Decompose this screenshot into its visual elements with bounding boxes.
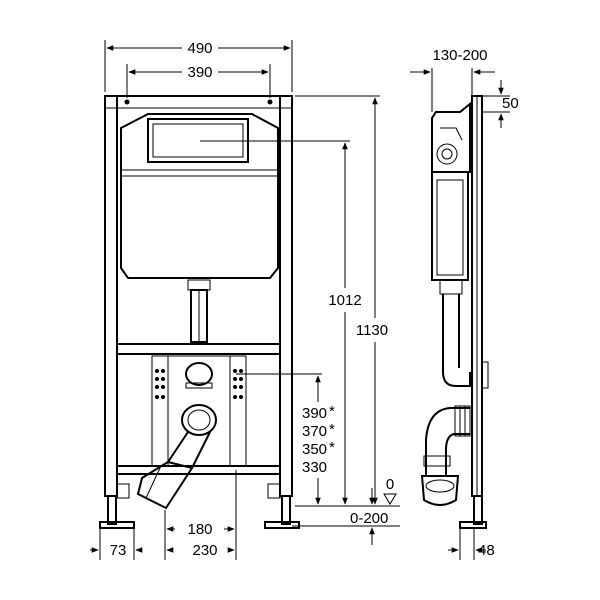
dim-outlet-spacing-label: 180: [187, 521, 212, 538]
waste-outlet: [136, 404, 217, 510]
dim-outlet-span-label: 230: [192, 542, 217, 559]
side-flush-pipe: [442, 294, 471, 387]
dim-floor-adjust-label: 0-200: [350, 510, 388, 527]
dim-depth-label: 130-200: [432, 47, 487, 64]
dim-outlet-height: 390 * 370 * 350 * 330: [236, 373, 335, 505]
dim-foot-offset-label: 73: [110, 542, 127, 559]
dim-depth: 130-200: [410, 47, 495, 112]
dim-outlet-390: 390: [302, 405, 327, 422]
dim-total-height-label: 1130: [356, 322, 388, 339]
dim-heights: 1012 1130: [200, 95, 400, 507]
dim-base-label: 48: [478, 542, 495, 559]
side-cistern: [431, 101, 471, 295]
side-waste-bend: [420, 405, 471, 506]
floor-level: 0 0-200: [292, 476, 400, 545]
asterisk-390: *: [329, 403, 335, 420]
dim-base: 48: [448, 528, 495, 560]
side-frame: [459, 95, 489, 529]
dim-outlet-350: 350: [302, 441, 327, 458]
dim-flush-height-label: 1012: [328, 292, 361, 309]
dim-top: 50: [482, 80, 519, 128]
dim-490: 490: [104, 40, 293, 92]
dim-outlet-370: 370: [302, 423, 327, 440]
front-view: 490 390 1012 1130 390 *: [90, 40, 400, 560]
dim-outlet-330: 330: [302, 459, 327, 476]
dim-total-width-label: 490: [187, 40, 212, 57]
flush-connector: [185, 362, 213, 389]
asterisk-370: *: [329, 421, 335, 438]
mounting-plates: [151, 355, 247, 467]
dim-mount-width-label: 390: [187, 64, 212, 81]
dim-top-label: 50: [502, 95, 519, 112]
floor-level-label: 0: [386, 476, 394, 493]
dim-390: 390: [126, 64, 271, 98]
dim-bottom: 73 180 230: [90, 470, 237, 560]
asterisk-350: *: [329, 439, 335, 456]
cistern: [120, 113, 279, 343]
side-view: 130-200 50 48: [410, 47, 519, 560]
